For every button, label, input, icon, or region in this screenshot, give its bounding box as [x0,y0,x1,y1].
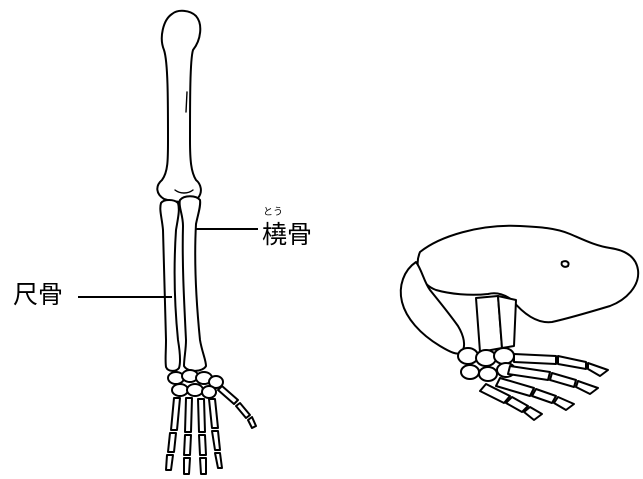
radius-label: 橈骨 [262,222,312,247]
radius-reading-label: とう [263,208,283,218]
human-arm-skeleton [157,11,256,474]
radius-bone [180,196,206,371]
animal-upper-bone [418,226,638,322]
finger-bones [166,386,256,474]
animal-forearm-bones [476,296,516,352]
animal-wrist-bones [458,348,515,381]
wrist-bones [168,370,223,398]
ulna-bone [160,200,180,371]
animal-limb-skeleton [401,226,638,420]
humerus-bone [157,11,201,202]
ulna-label: 尺骨 [13,282,63,307]
